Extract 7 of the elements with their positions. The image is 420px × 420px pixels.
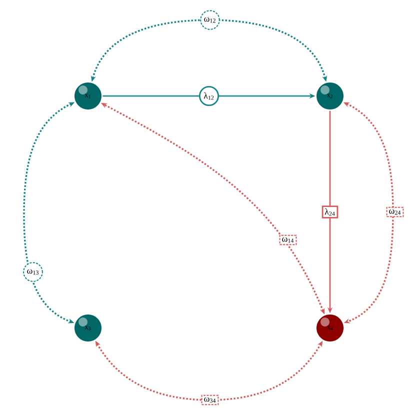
edge-label: ω$_{13}$ [23, 262, 43, 282]
edge-label: ω$_{34}$ [201, 394, 219, 406]
edge-label: λ$_{12}$ [198, 86, 220, 106]
edge-label: ω$_{12}$ [200, 10, 220, 30]
edge-label: ω$_{24}$ [386, 206, 404, 218]
edge-label: λ$_{24}$ [322, 206, 338, 218]
edge-label: ω$_{14}$ [279, 234, 297, 246]
